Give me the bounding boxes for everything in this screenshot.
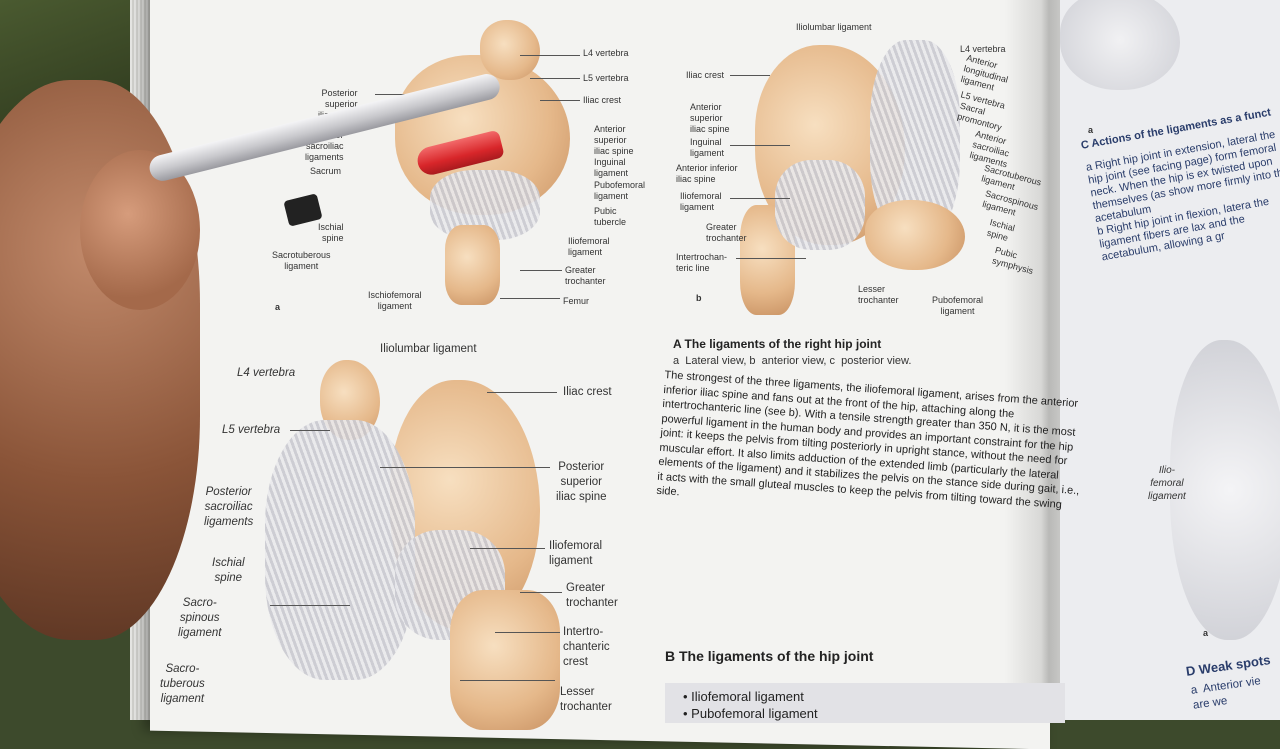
label: Iliofemoral ligament bbox=[549, 540, 603, 567]
panel-letter: b bbox=[696, 293, 702, 303]
label: Pubofemoral ligament bbox=[594, 180, 646, 201]
label: Inguinal ligament bbox=[594, 157, 629, 178]
leader-line bbox=[290, 430, 330, 431]
iliofemoral-ligament bbox=[775, 160, 865, 250]
joint-illustration bbox=[1060, 0, 1180, 90]
leader-line bbox=[375, 94, 405, 95]
label: Posterior sacroiliac ligaments bbox=[204, 486, 254, 528]
leader-line bbox=[470, 548, 545, 549]
leader-line bbox=[530, 78, 580, 79]
label: L4 vertebra bbox=[583, 48, 629, 58]
label: Iliac crest bbox=[563, 386, 612, 398]
label: Anterior superior iliac spine bbox=[690, 102, 730, 134]
femur-bone bbox=[450, 590, 560, 730]
label: Iliofemoral ligament bbox=[568, 236, 610, 257]
leader-line bbox=[380, 467, 550, 468]
label: Greater trochanter bbox=[706, 222, 747, 243]
label: Sacro- tuberous ligament bbox=[160, 663, 205, 705]
leader-line bbox=[540, 100, 580, 101]
vertebra-bone bbox=[480, 20, 540, 80]
label: Sacrum bbox=[310, 166, 342, 176]
label: Lesser trochanter bbox=[560, 686, 612, 713]
list-item: • Pubofemoral ligament bbox=[683, 706, 818, 721]
label: Posterior superior iliac spine bbox=[556, 461, 607, 503]
femur-bone bbox=[445, 225, 500, 305]
sacral-ligaments bbox=[265, 420, 415, 680]
label: Iliolumbar ligament bbox=[796, 22, 872, 32]
label: Femur bbox=[563, 296, 590, 306]
label: Lesser trochanter bbox=[858, 284, 899, 305]
label: Pubic tubercle bbox=[594, 206, 627, 227]
label: L4 vertebra bbox=[960, 44, 1006, 54]
leader-line bbox=[520, 55, 580, 56]
leader-line bbox=[730, 75, 770, 76]
label: Ischiofemoral ligament bbox=[368, 290, 422, 311]
leader-line bbox=[730, 145, 790, 146]
label: Iliolumbar ligament bbox=[380, 343, 477, 355]
ligament-list: • Iliofemoral ligament • Pubofemoral lig… bbox=[665, 683, 1065, 723]
label: Pubofemoral ligament bbox=[932, 295, 984, 316]
label: Iliac crest bbox=[583, 95, 622, 105]
label: Sacrotuberous ligament bbox=[272, 250, 331, 271]
label: Greater trochanter bbox=[565, 265, 606, 286]
label: Anterior inferior iliac spine bbox=[676, 163, 738, 184]
panel-letter: a bbox=[1088, 125, 1094, 135]
leader-line bbox=[730, 198, 790, 199]
label: Ilio- femoral ligament bbox=[1148, 465, 1186, 502]
section-b-title: B The ligaments of the hip joint bbox=[665, 648, 874, 664]
caption-a-title: A The ligaments of the right hip joint bbox=[673, 337, 882, 351]
label: L4 vertebra bbox=[237, 367, 296, 379]
label: Iliac crest bbox=[686, 70, 725, 80]
leader-line bbox=[270, 605, 350, 606]
panel-letter: a bbox=[275, 302, 281, 312]
label: L5 vertebra bbox=[222, 424, 281, 436]
label: Iliofemoral ligament bbox=[680, 191, 722, 212]
label: L5 vertebra bbox=[583, 73, 629, 83]
leader-line bbox=[500, 298, 560, 299]
label: Ischial spine bbox=[212, 557, 245, 584]
list-item: • Iliofemoral ligament bbox=[683, 689, 804, 704]
label: Greater trochanter bbox=[566, 582, 618, 609]
label: Anterior superior iliac spine bbox=[594, 124, 634, 156]
hip-illustration bbox=[1170, 340, 1280, 640]
label: Sacro- spinous ligament bbox=[178, 597, 222, 639]
caption-a-subtitle: a Lateral view, b anterior view, c poste… bbox=[673, 355, 912, 367]
label: Intertrochan- teric line bbox=[676, 252, 728, 273]
leader-line bbox=[495, 632, 560, 633]
leader-line bbox=[520, 592, 562, 593]
label: Intertro- chanteric crest bbox=[563, 626, 610, 668]
leader-line bbox=[736, 258, 806, 259]
panel-letter: a bbox=[1203, 628, 1209, 638]
label: Ischial spine bbox=[318, 222, 344, 243]
leader-line bbox=[487, 392, 557, 393]
leader-line bbox=[460, 680, 555, 681]
pubis-bone bbox=[865, 200, 965, 270]
leader-line bbox=[520, 270, 562, 271]
label: Inguinal ligament bbox=[690, 137, 725, 158]
